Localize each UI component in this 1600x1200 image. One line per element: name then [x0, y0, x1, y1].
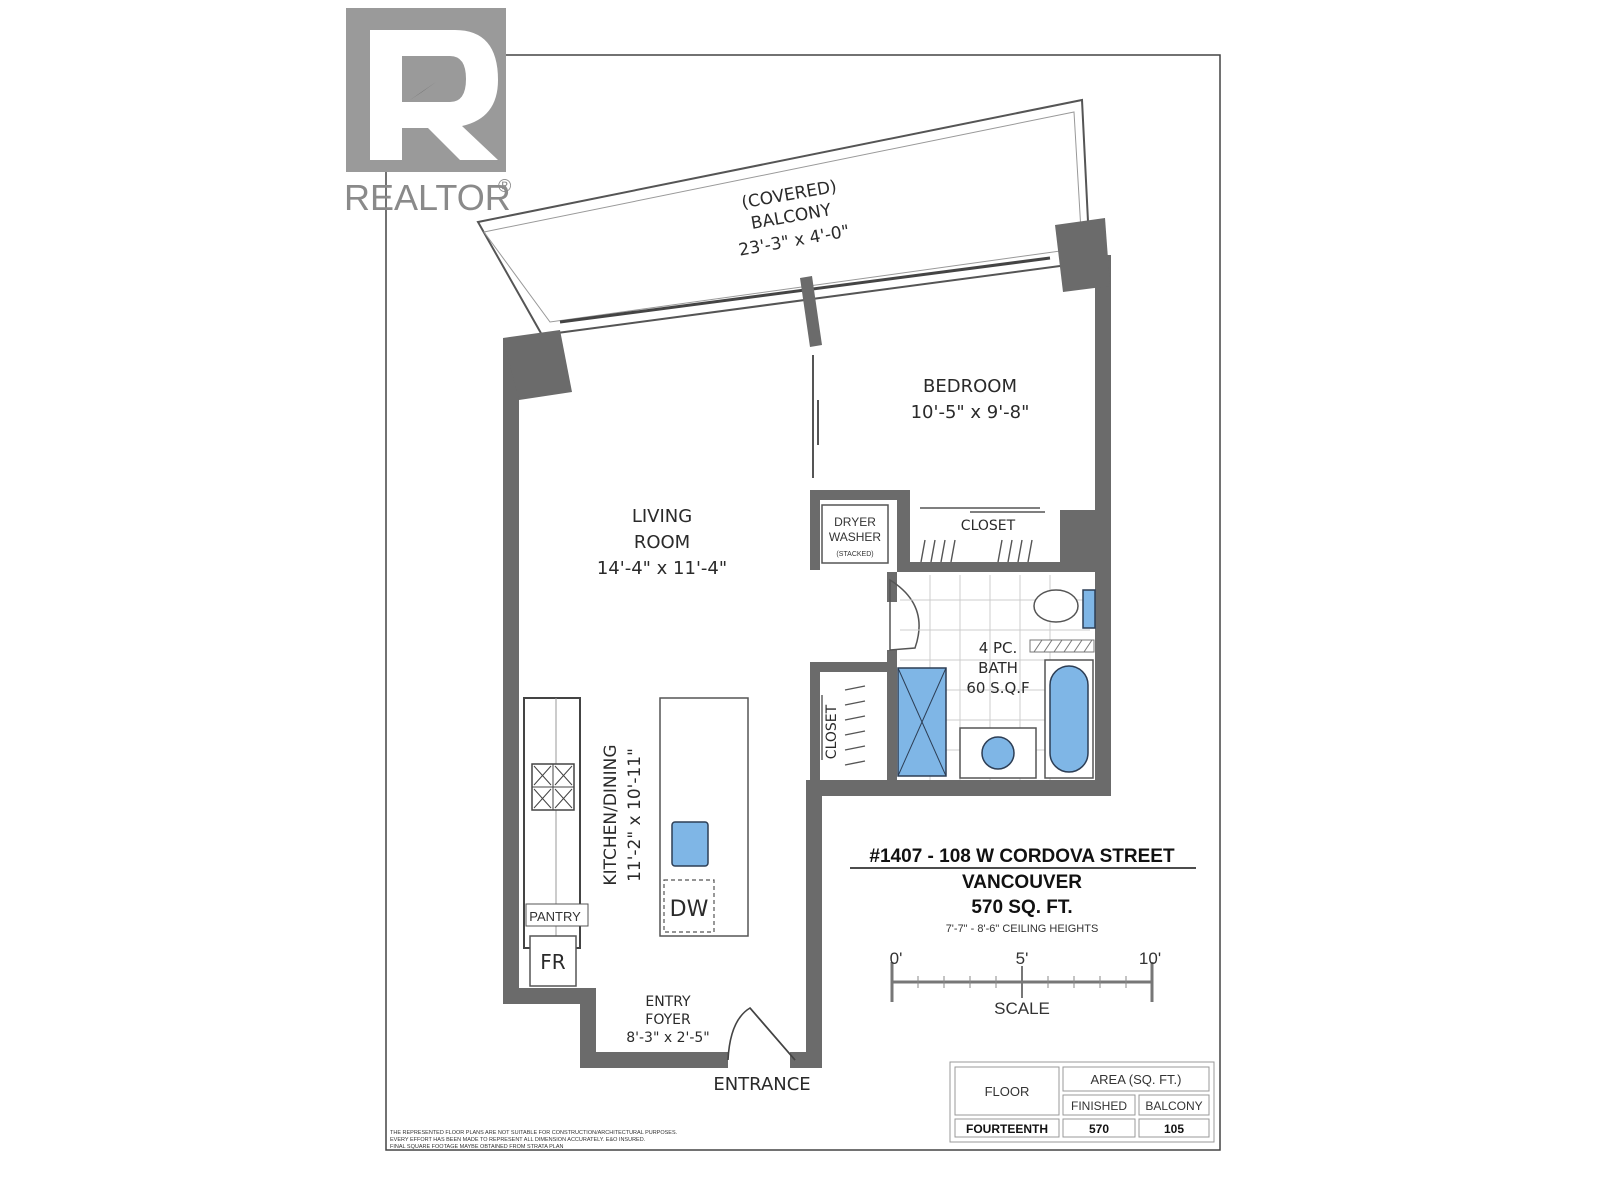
floor-value: FOURTEENTH: [966, 1122, 1048, 1136]
balcony-header: BALCONY: [1145, 1099, 1202, 1113]
bedroom-closet-label: CLOSET: [961, 518, 1016, 534]
bathtub-icon: [1049, 665, 1089, 773]
balcony-label: (COVERED) BALCONY 23'-3" x 4'-0": [737, 177, 851, 261]
exterior-walls: [503, 218, 1111, 1068]
dryer-label: DRYER: [834, 515, 876, 529]
bathroom: 4 PC. BATH 60 S.Q.F: [897, 575, 1096, 780]
realtor-logo-text: REALTOR: [344, 177, 511, 218]
scale-tick-0: 0': [890, 949, 903, 968]
finished-header: FINISHED: [1071, 1099, 1127, 1113]
finished-value: 570: [1089, 1122, 1109, 1136]
washer-label: WASHER: [829, 530, 882, 544]
dishwasher-label: DW: [670, 897, 709, 922]
bath-door-icon: [889, 578, 920, 651]
realtor-logo: REALTOR ®: [344, 8, 511, 218]
foyer-name-2: FOYER: [645, 1012, 691, 1028]
kitchen-name: KITCHEN/DINING: [601, 744, 621, 885]
fridge: FR: [529, 935, 577, 987]
bedroom-closet: [920, 507, 1045, 563]
area-table: FLOOR AREA (SQ. FT.) FINISHED BALCONY FO…: [949, 1061, 1215, 1143]
living-room-name-2: ROOM: [634, 532, 690, 553]
stacked-label: (STACKED): [836, 551, 873, 558]
plan-frame: [385, 54, 1221, 1151]
hall-closet-label: CLOSET: [824, 704, 840, 759]
hall-closet: CLOSET: [821, 685, 866, 766]
pantry: PANTRY: [525, 903, 589, 927]
balcony-value: 105: [1164, 1122, 1184, 1136]
entrance-door: [727, 1006, 796, 1061]
disclaimer-line-2: EVERY EFFORT HAS BEEN MADE TO REPRESENT …: [390, 1137, 646, 1143]
bath-label-3: 60 S.Q.F: [966, 679, 1029, 697]
ceiling-line: 7'-7" - 8'-6" CEILING HEIGHTS: [946, 923, 1099, 935]
address-block: #1407 - 108 W CORDOVA STREET VANCOUVER 5…: [850, 846, 1196, 935]
disclaimer: THE REPRESENTED FLOOR PLANS ARE NOT SUIT…: [390, 1130, 678, 1150]
scale-label: SCALE: [994, 999, 1050, 1018]
kitchen-size: 11'-2" x 10'-11": [625, 748, 645, 882]
city-line: VANCOUVER: [962, 872, 1082, 893]
bedroom-size: 10'-5" x 9'-8": [911, 402, 1030, 423]
foyer-size: 8'-3" x 2'-5": [626, 1030, 710, 1046]
living-room-name-1: LIVING: [632, 506, 692, 527]
bedroom-name: BEDROOM: [923, 376, 1017, 397]
disclaimer-line-3: FINAL SQUARE FOOTAGE MAYBE OBTAINED FROM…: [390, 1144, 564, 1150]
area-header: AREA (SQ. FT.): [1090, 1072, 1181, 1087]
floor-header: FLOOR: [985, 1084, 1030, 1099]
sink-icon: [981, 736, 1015, 770]
interior-walls: [523, 490, 1100, 949]
dryer-washer: DRYER WASHER (STACKED): [821, 504, 889, 564]
foyer-name-1: ENTRY: [645, 994, 691, 1010]
compass-arrow-icon: [410, 82, 436, 100]
toilet-icon: [1033, 589, 1079, 623]
bath-label-2: BATH: [978, 659, 1018, 677]
disclaimer-line-1: THE REPRESENTED FLOOR PLANS ARE NOT SUIT…: [390, 1130, 678, 1136]
bath-label-1: 4 PC.: [979, 639, 1018, 657]
entrance-label: ENTRANCE: [713, 1074, 810, 1095]
fridge-label: FR: [540, 950, 566, 974]
scale-tick-10: 10': [1139, 949, 1161, 968]
address-line: #1407 - 108 W CORDOVA STREET: [869, 846, 1175, 867]
kitchen-sink-icon: [671, 821, 709, 867]
cooktop-icon: [531, 763, 575, 811]
kitchen-island: DW: [659, 697, 749, 937]
bedroom-sliding-door: [812, 355, 819, 478]
scale-bar: 0' 5' 10' SCALE: [890, 949, 1161, 1018]
pantry-label: PANTRY: [529, 909, 581, 924]
scale-tick-5: 5': [1016, 949, 1029, 968]
registered-mark: ®: [498, 176, 511, 196]
area-line: 570 SQ. FT.: [971, 897, 1072, 918]
living-room-size: 14'-4" x 11'-4": [597, 558, 727, 579]
